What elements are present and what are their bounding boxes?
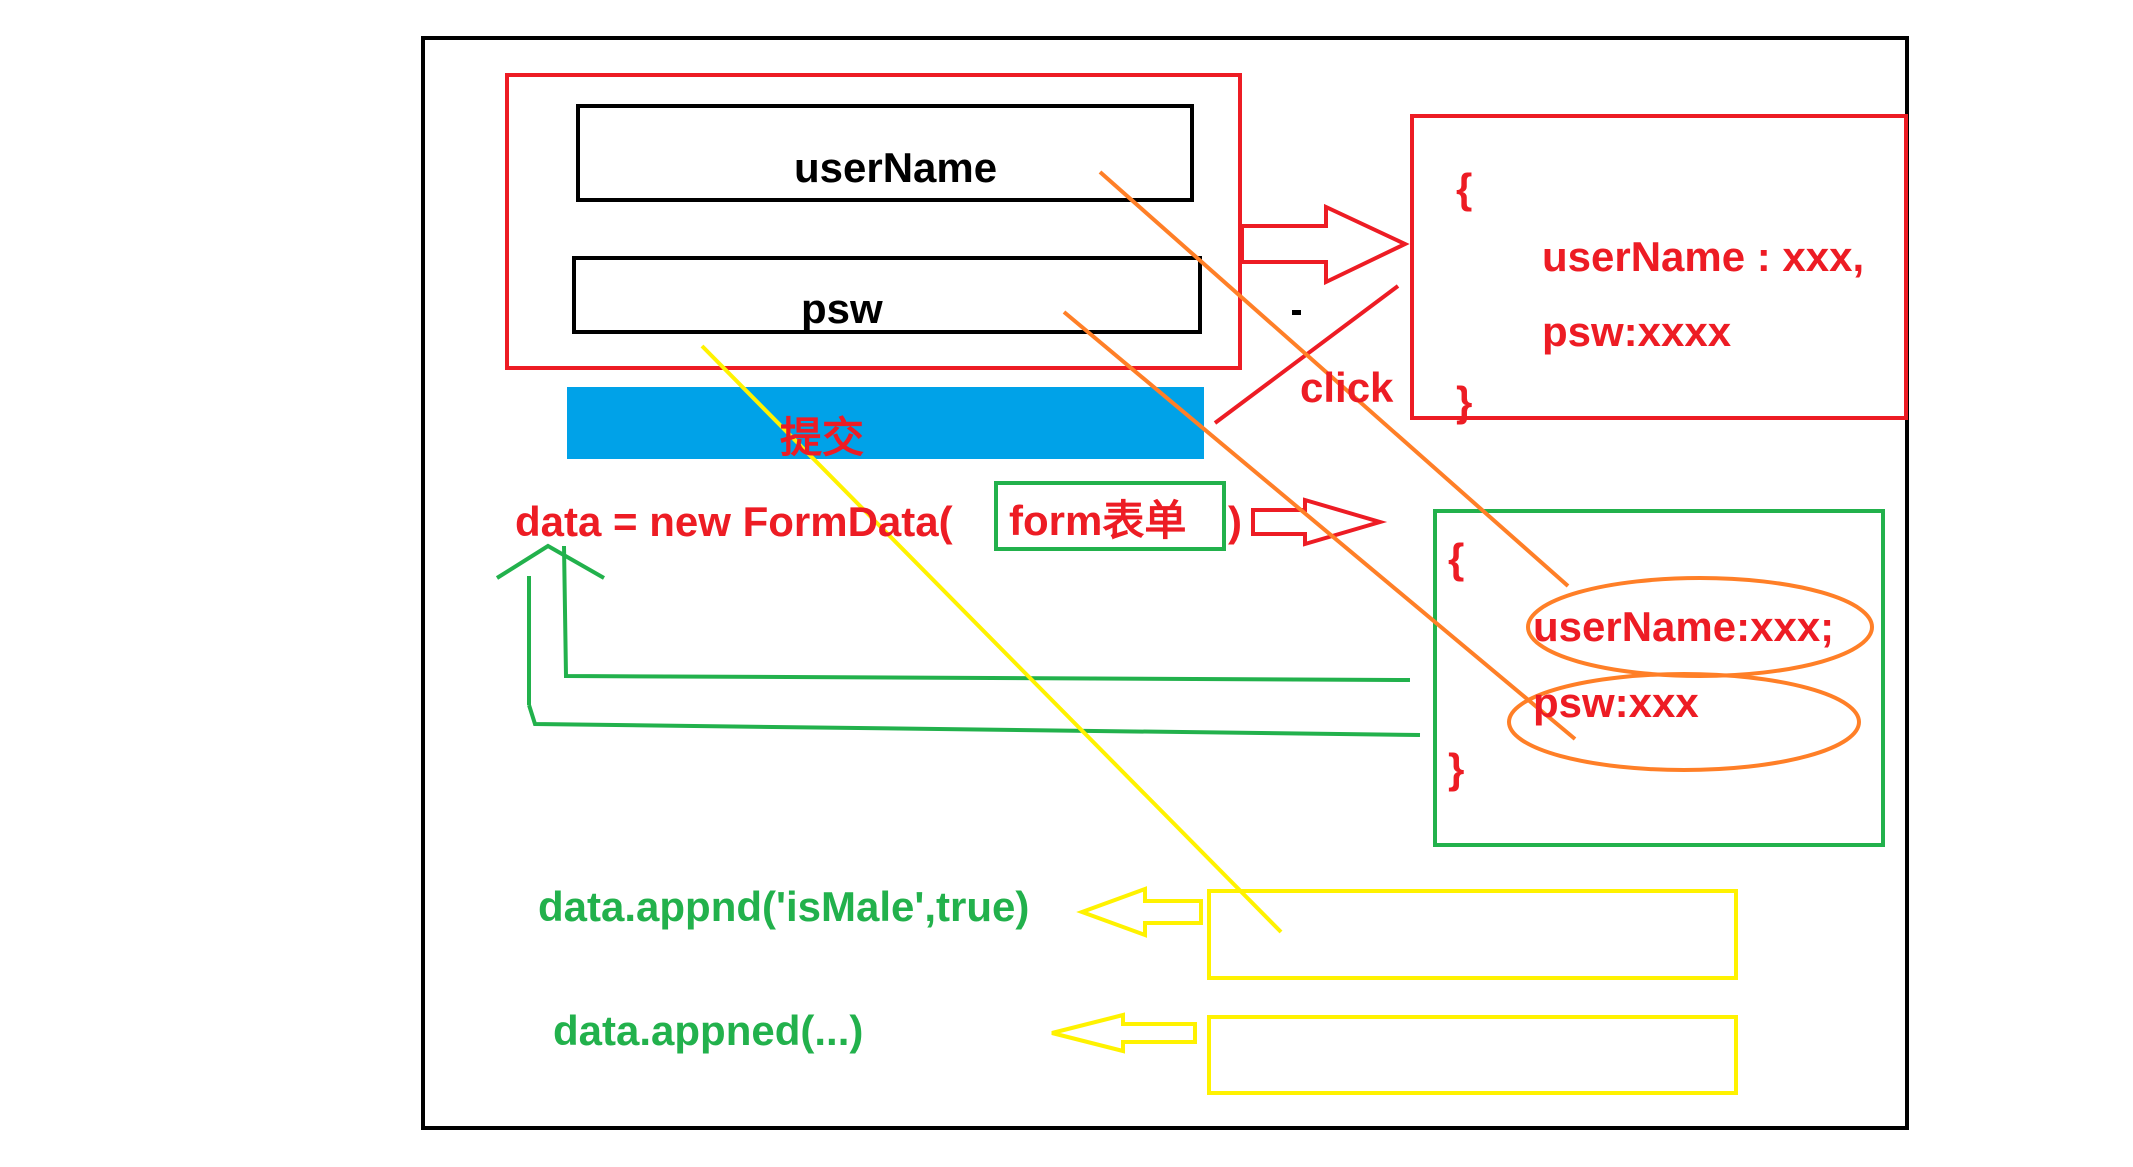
json-password-line: psw:xxxx bbox=[1542, 308, 1732, 355]
append-connector bbox=[700, 344, 1283, 934]
submit-button-label: 提交 bbox=[780, 414, 865, 461]
submit-button[interactable] bbox=[567, 387, 1204, 459]
json-object-box bbox=[1410, 114, 1908, 420]
formdata-username-entry: userName:xxx; bbox=[1533, 603, 1835, 650]
append-box-2 bbox=[1207, 1015, 1738, 1095]
formdata-object-box bbox=[1433, 509, 1885, 847]
green-return-line-outer bbox=[527, 704, 1421, 737]
append-call-1: data.appnd('isMale',true) bbox=[538, 883, 1030, 930]
outer-frame bbox=[421, 36, 1909, 1130]
json-username-line: userName : xxx, bbox=[1542, 233, 1865, 280]
formdata-password-entry: psw:xxx bbox=[1533, 679, 1699, 726]
password-entry-ellipse bbox=[1507, 672, 1861, 772]
formdata-argument: form表单 bbox=[1009, 497, 1187, 544]
password-field-label: psw bbox=[801, 285, 883, 332]
password-connector bbox=[1062, 310, 1577, 741]
formdata-prefix: data = new FormData( bbox=[515, 498, 953, 545]
formdata-open-brace: { bbox=[1448, 535, 1465, 582]
form-argument-box bbox=[994, 481, 1226, 551]
form-to-json-arrow bbox=[1240, 203, 1410, 286]
green-arrowhead bbox=[495, 543, 605, 580]
json-close-brace: } bbox=[1456, 378, 1473, 425]
formdata-suffix: ) bbox=[1228, 498, 1242, 545]
append-arrow-1 bbox=[1076, 886, 1203, 938]
formdata-close-brace: } bbox=[1448, 745, 1465, 792]
formdata-arrow bbox=[1251, 497, 1388, 547]
username-connector bbox=[1098, 170, 1570, 588]
green-return-line-inner bbox=[562, 545, 1411, 682]
append-box-1 bbox=[1207, 889, 1738, 980]
json-open-brace: { bbox=[1456, 165, 1473, 212]
password-input-box[interactable] bbox=[572, 256, 1202, 334]
append-call-2: data.appned(...) bbox=[553, 1007, 864, 1054]
append-arrow-2 bbox=[1051, 1012, 1197, 1054]
click-label: click bbox=[1300, 364, 1394, 411]
dash-mark bbox=[1292, 310, 1301, 315]
form-group-box bbox=[505, 73, 1242, 370]
username-field-label: userName bbox=[794, 144, 998, 191]
username-input-box[interactable] bbox=[576, 104, 1194, 202]
